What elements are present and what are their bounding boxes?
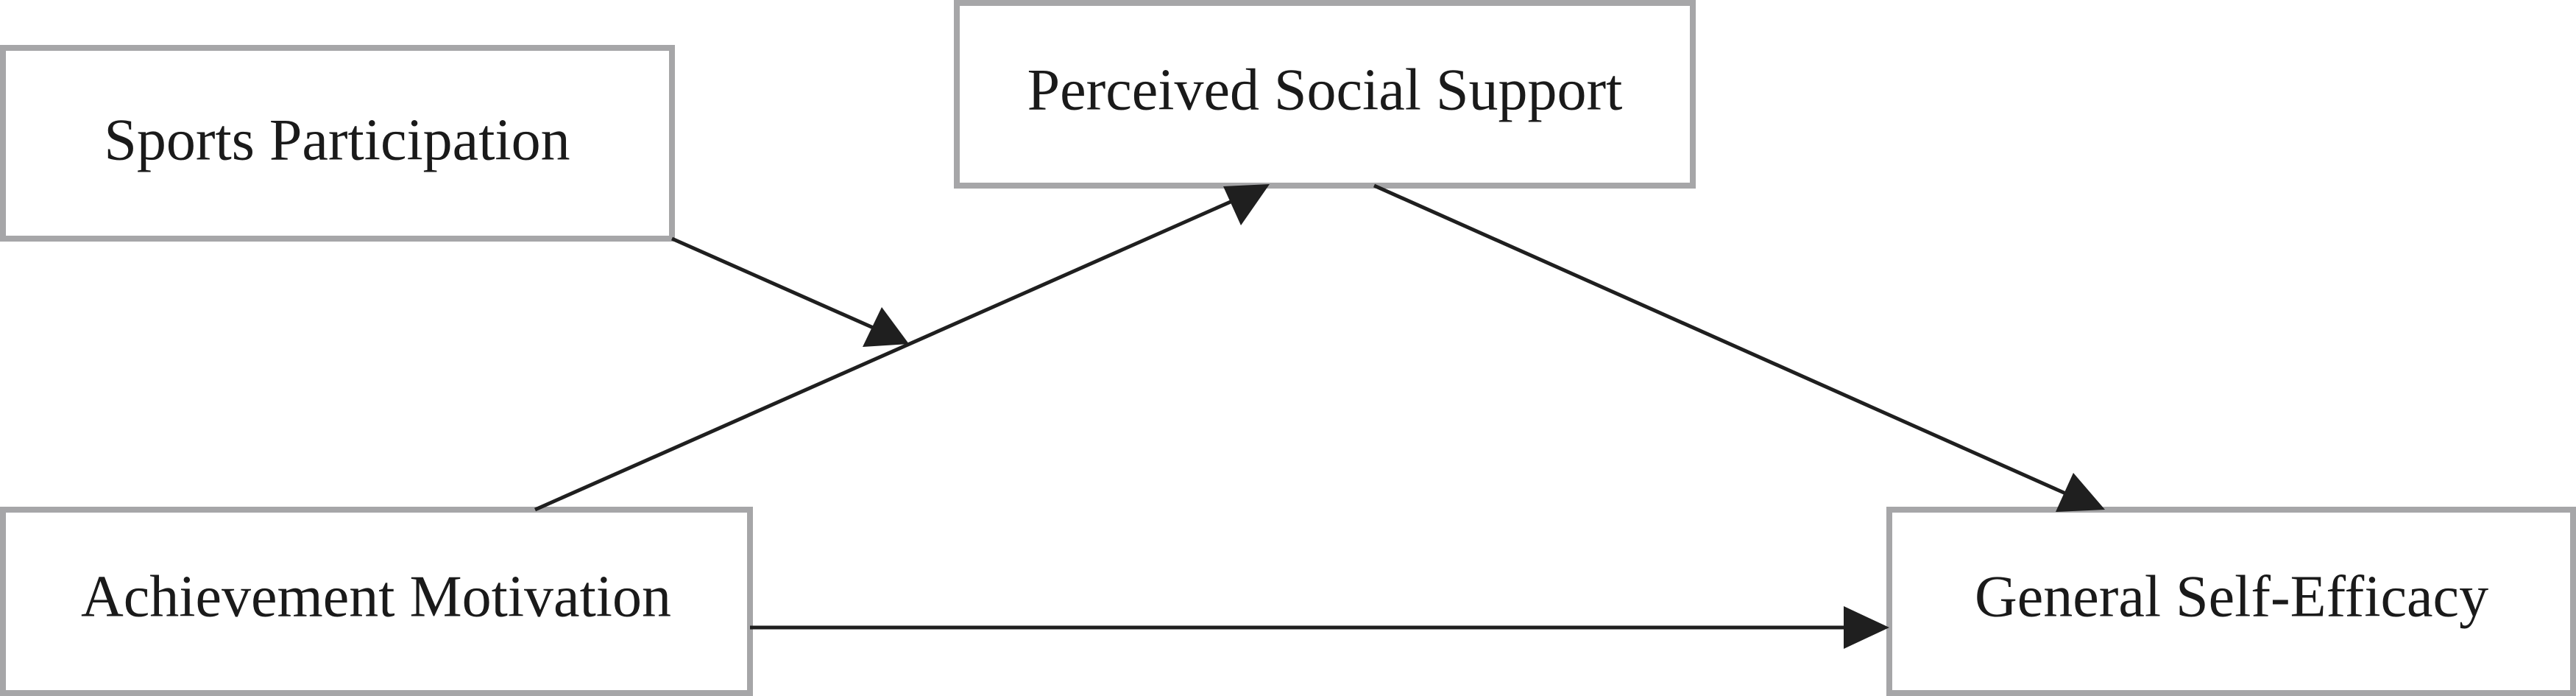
arrow-head-self-efficacy-left: [1844, 606, 1889, 649]
edge-social-support-to-self-efficacy: [1373, 183, 2105, 512]
node-label-general-self-efficacy: General Self-Efficacy: [1975, 564, 2488, 629]
edge-line-social-support-to-self-efficacy: [1373, 183, 2077, 500]
arrow-head-moderation: [863, 307, 909, 347]
arrow-head-social-support: [1223, 184, 1270, 225]
arrow-head-self-efficacy-top: [2056, 473, 2105, 512]
node-general-self-efficacy: General Self-Efficacy: [1886, 507, 2576, 696]
node-label-sports-participation: Sports Participation: [104, 108, 570, 172]
edge-achievement-to-social-support: [534, 184, 1270, 512]
node-label-achievement-motivation: Achievement Motivation: [81, 564, 671, 629]
edge-line-sports-participation-moderation: [670, 236, 885, 334]
edge-achievement-to-self-efficacy: [750, 606, 1889, 649]
node-sports-participation: Sports Participation: [0, 45, 675, 242]
node-box-perceived-social-support: [954, 0, 1696, 189]
node-box-sports-participation: [0, 45, 675, 242]
node-achievement-motivation: Achievement Motivation: [0, 507, 753, 696]
node-perceived-social-support: Perceived Social Support: [954, 0, 1696, 189]
edge-sports-participation-moderation: [670, 236, 909, 347]
node-label-perceived-social-support: Perceived Social Support: [1027, 57, 1623, 122]
edge-line-achievement-to-social-support: [534, 194, 1245, 512]
node-box-general-self-efficacy: [1886, 507, 2576, 696]
node-box-achievement-motivation: [0, 507, 753, 696]
